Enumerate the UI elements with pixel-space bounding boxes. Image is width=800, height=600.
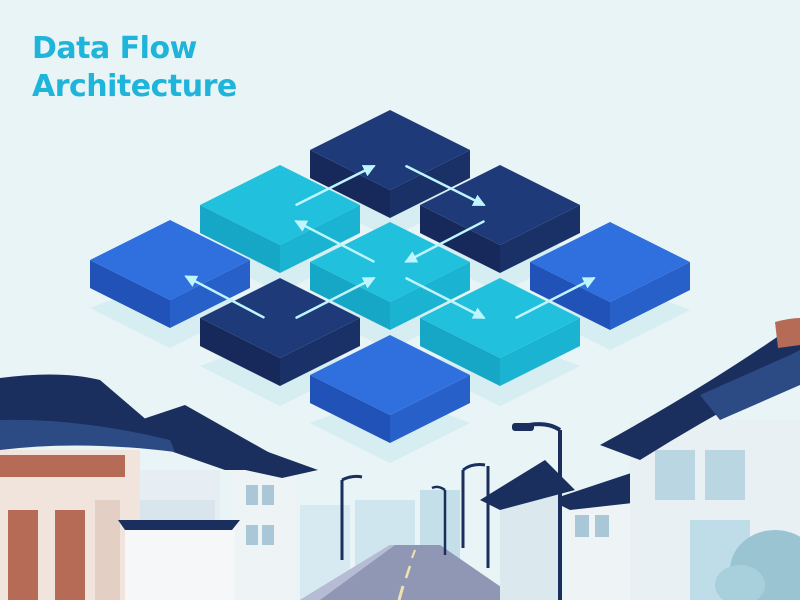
block-left-face [420,205,500,273]
block-top-face [90,220,250,300]
diagram-title: Data Flow Architecture [32,30,237,106]
tree [715,565,765,600]
roof-ornament [775,318,800,348]
flow-arrow [294,220,375,263]
right-house-roof [480,460,575,510]
window [655,450,695,500]
block-left-face [420,318,500,386]
block-top-face [200,165,360,245]
data-block [310,110,470,218]
block-top-face [310,335,470,415]
window [246,525,258,545]
road-marking [411,549,416,559]
window [262,525,274,545]
data-block [420,165,580,273]
block-top-face [530,222,690,302]
hanok-right-eave [700,350,800,420]
flow-arrow [405,165,486,206]
block-left-face [530,262,610,330]
hanok-wall-fence [125,520,235,600]
window [705,450,745,500]
hanok-left-door [8,510,38,600]
flow-arrow [405,277,486,319]
left-house-roof [200,440,318,478]
block-left-face [200,318,280,386]
flow-arrow [404,220,485,263]
right-house [500,490,560,600]
street-scene [0,318,800,600]
window [575,515,589,537]
block-right-face [280,318,360,386]
block-left-face [90,260,170,328]
block-right-face [280,205,360,273]
window [246,485,258,505]
data-block [420,278,580,386]
block-right-face [390,150,470,218]
block-top-face [420,165,580,245]
data-block [90,220,250,328]
block-right-face [500,318,580,386]
fence-roof [118,520,240,530]
road [300,545,520,600]
road-marking [404,565,412,579]
road-marking [397,585,405,600]
data-block [310,335,470,443]
title-line-1: Data Flow [32,31,197,66]
block-top-face [200,278,360,358]
block-left-face [200,205,280,273]
block-right-face [390,262,470,330]
flow-arrow [184,275,265,319]
data-block [310,222,470,330]
block-right-face [610,262,690,330]
data-block [530,222,690,330]
flow-arrow [295,165,376,206]
title-line-2: Architecture [32,69,237,104]
block-right-face [390,375,470,443]
block-right-face [170,260,250,328]
street-lamps [340,422,562,600]
flow-arrow [295,277,376,319]
hanok-left-eave [0,419,175,452]
block-left-face [310,375,390,443]
data-block [200,278,360,386]
data-block [200,165,360,273]
block-top-face [310,222,470,302]
data-block-grid [90,110,690,463]
hanok-left-beam [0,455,125,477]
window [595,515,609,537]
flow-arrow [515,277,596,319]
block-top-face [310,110,470,190]
road-shoulder [300,545,395,600]
block-right-face [500,205,580,273]
hanok-left-panel [95,500,120,600]
window [262,485,274,505]
block-left-face [310,150,390,218]
block-left-face [310,262,390,330]
hanok-left-door [55,510,85,600]
block-top-face [420,278,580,358]
flow-arrow-group [184,165,596,319]
